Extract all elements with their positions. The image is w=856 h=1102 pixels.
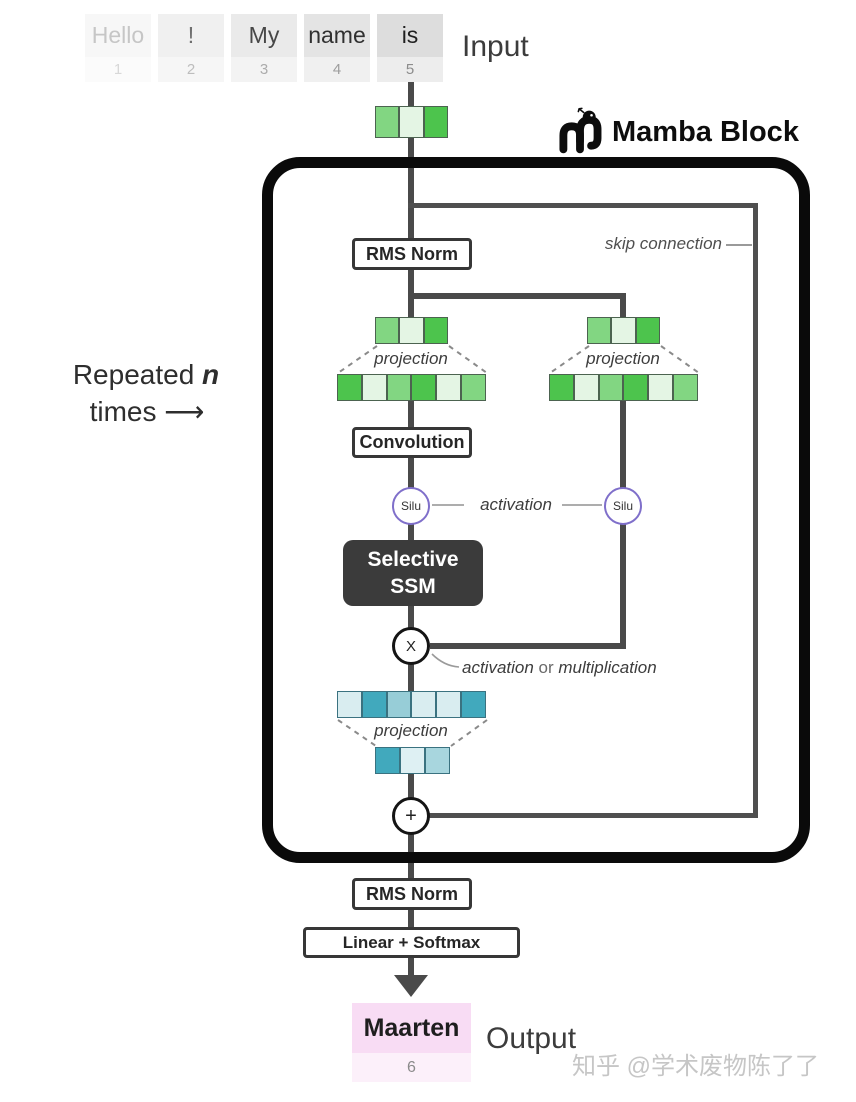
gate-label-multiplication: multiplication xyxy=(558,658,657,677)
right-projection-label: projection xyxy=(586,349,660,368)
input-token-3: My 3 xyxy=(231,14,297,82)
ssm-line2: SSM xyxy=(390,575,436,598)
input-token-4: name 4 xyxy=(304,14,370,82)
skip-connection-label: skip connection xyxy=(604,234,722,253)
gate-label-pointer xyxy=(431,653,460,668)
gate-branch-line xyxy=(408,293,626,299)
multiply-node: X xyxy=(392,627,430,665)
output-token: Maarten 6 xyxy=(352,1003,471,1082)
token-index: 3 xyxy=(231,57,297,82)
rms-norm-top-box: RMS Norm xyxy=(352,238,472,270)
main-flow-line xyxy=(408,137,414,240)
gate-label: activation or multiplication xyxy=(462,658,657,678)
skip-connection-line xyxy=(429,813,758,818)
activation-connector xyxy=(432,504,464,506)
down-projection-fan xyxy=(337,719,488,747)
token-index: 1 xyxy=(85,57,151,82)
down-projected-vector xyxy=(375,747,450,774)
add-node: + xyxy=(392,797,430,835)
gate-label-or: or xyxy=(533,658,559,677)
token-text: Hello xyxy=(85,14,151,57)
gate-branch-line xyxy=(620,523,626,649)
activation-connector xyxy=(562,504,602,506)
output-token-index: 6 xyxy=(352,1053,471,1082)
input-embedding-vector xyxy=(375,106,448,138)
gate-branch-line xyxy=(620,293,626,319)
main-flow-line xyxy=(408,772,414,799)
left-projection-label: projection xyxy=(374,349,448,368)
rms-norm-bottom-box: RMS Norm xyxy=(352,878,472,910)
skip-label-dash xyxy=(726,244,752,246)
left-projected-vector xyxy=(337,374,486,401)
main-flow-line xyxy=(408,400,414,429)
linear-softmax-box: Linear + Softmax xyxy=(303,927,520,958)
times-word: times xyxy=(89,396,157,427)
token-index: 4 xyxy=(304,57,370,82)
skip-connection-line xyxy=(408,203,758,208)
right-projected-vector xyxy=(549,374,698,401)
gated-wide-vector xyxy=(337,691,486,718)
gate-branch-line xyxy=(620,400,626,489)
input-label: Input xyxy=(462,30,529,63)
token-text: My xyxy=(231,14,297,57)
silu-right-node: Silu xyxy=(604,487,642,525)
output-token-text: Maarten xyxy=(352,1003,471,1053)
token-text: name xyxy=(304,14,370,57)
silu-left-node: Silu xyxy=(392,487,430,525)
left-branch-vector xyxy=(375,317,448,344)
token-text: ! xyxy=(158,14,224,57)
repeated-word: Repeated xyxy=(72,359,195,390)
gate-label-activation: activation xyxy=(462,658,534,677)
input-token-1: Hello 1 xyxy=(85,14,151,82)
main-flow-line xyxy=(408,523,414,541)
input-token-2: ! 2 xyxy=(158,14,224,82)
output-label: Output xyxy=(486,1022,577,1055)
mamba-block-title-text: Mamba Block xyxy=(612,116,799,148)
skip-connection-line xyxy=(753,203,758,818)
right-arrow-icon: ⟶ xyxy=(164,396,204,427)
main-flow-line xyxy=(408,663,414,693)
main-flow-line xyxy=(408,456,414,489)
main-flow-line xyxy=(408,956,414,977)
ssm-line1: Selective xyxy=(367,548,459,571)
token-index: 5 xyxy=(377,57,443,82)
main-flow-line xyxy=(408,833,414,880)
token-text: is xyxy=(377,14,443,57)
output-arrow-icon xyxy=(394,975,428,997)
convolution-box: Convolution xyxy=(352,427,472,458)
down-projection-label: projection xyxy=(374,721,448,740)
input-token-5: is 5 xyxy=(377,14,443,82)
activation-label: activation xyxy=(480,495,552,514)
token-index: 2 xyxy=(158,57,224,82)
right-branch-vector xyxy=(587,317,660,344)
mamba-snake-icon xyxy=(556,106,604,159)
right-projection-fan xyxy=(549,345,700,374)
repeated-n-times-label: Repeated n times ⟶ xyxy=(40,356,252,430)
gate-branch-line xyxy=(430,643,626,649)
main-flow-line xyxy=(408,908,414,929)
mamba-block-title: Mamba Block xyxy=(556,106,799,159)
main-flow-line xyxy=(408,82,414,108)
selective-ssm-box: Selective SSM xyxy=(343,540,483,606)
watermark: 知乎 @学术废物陈了了 xyxy=(572,1053,820,1080)
main-flow-line xyxy=(408,604,414,629)
repeated-n: n xyxy=(202,359,220,390)
left-projection-fan xyxy=(337,345,488,374)
